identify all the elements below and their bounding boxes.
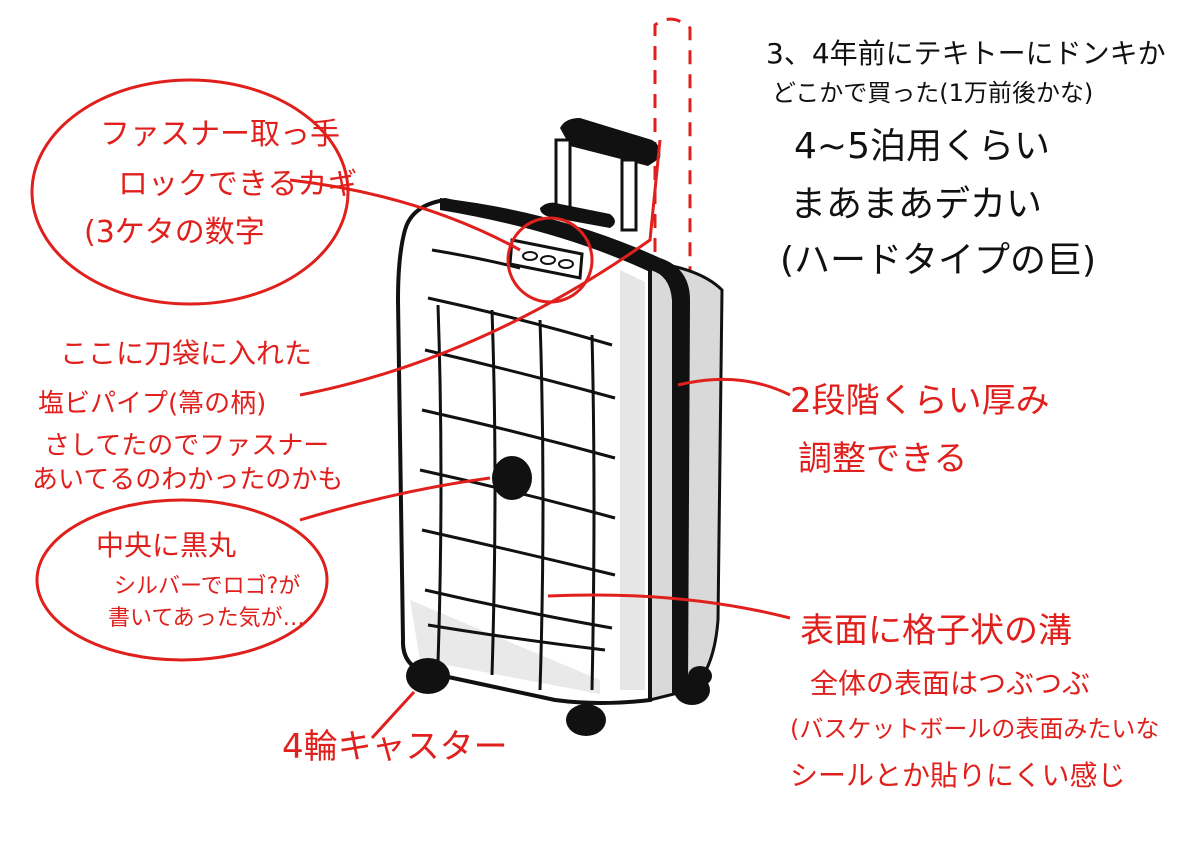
surface-leader-line <box>547 593 791 620</box>
pocket-note-line-4: あいてるのわかったのかも <box>32 465 344 495</box>
purchase-note-line-2: どこかで買った(1万前後かな) <box>772 79 1094 107</box>
annotation-marks <box>30 78 791 740</box>
caster-wheels <box>406 658 712 736</box>
lock-note-line-2: ロックできるカギ <box>118 167 358 202</box>
purchase-note-line-1: 3、4年前にテキトーにドンキか <box>766 37 1166 70</box>
lock-leader-line <box>289 178 521 252</box>
surface-note-line-2: 全体の表面はつぶつぶ <box>810 667 1091 700</box>
combination-lock <box>508 238 584 280</box>
thickness-note-line-1: 2段階くらい厚み <box>790 381 1050 421</box>
pocket-note-line-2: 塩ビパイプ(箒の柄) <box>38 389 267 419</box>
size-note: まあまあデカい <box>790 184 1043 225</box>
zipper-band-side <box>650 258 690 696</box>
center-emblem <box>492 456 532 500</box>
capacity-note: 4~5泊用くらい <box>794 126 1050 167</box>
center-leader-line <box>299 476 491 522</box>
telescopic-handle <box>554 118 661 232</box>
center-note-line-3: 書いてあった気が… <box>108 606 305 631</box>
extended-handle-dashed <box>653 17 692 302</box>
center-note-bubble <box>35 498 329 662</box>
lock-note-bubble <box>30 78 350 306</box>
lock-note-line-1: ファスナー取っ手 <box>100 117 340 152</box>
caster-note: 4輪キャスター <box>282 727 508 767</box>
center-note-line-2: シルバーでロゴ?が <box>114 574 301 599</box>
surface-note-line-1: 表面に格子状の溝 <box>800 611 1072 651</box>
thickness-note-line-2: 調整できる <box>798 439 968 479</box>
pocket-note-line-1: ここに刀袋に入れた <box>60 337 313 370</box>
center-note-line-1: 中央に黒丸 <box>96 529 237 562</box>
surface-note-line-3: (バスケットボールの表面みたいな <box>790 715 1160 743</box>
type-note: (ハードタイプの巨) <box>780 240 1097 281</box>
lock-note-line-3: (3ケタの数字 <box>84 215 265 250</box>
zipper-band-top <box>440 198 660 272</box>
caster-leader-line <box>370 690 416 740</box>
top-grip <box>540 202 615 228</box>
pocket-leader-line <box>299 139 662 397</box>
thickness-leader-line <box>677 377 791 397</box>
surface-note-line-4: シールとか貼りにくい感じ <box>790 759 1126 792</box>
pocket-note-line-3: さしてたのでファスナー <box>44 431 330 461</box>
